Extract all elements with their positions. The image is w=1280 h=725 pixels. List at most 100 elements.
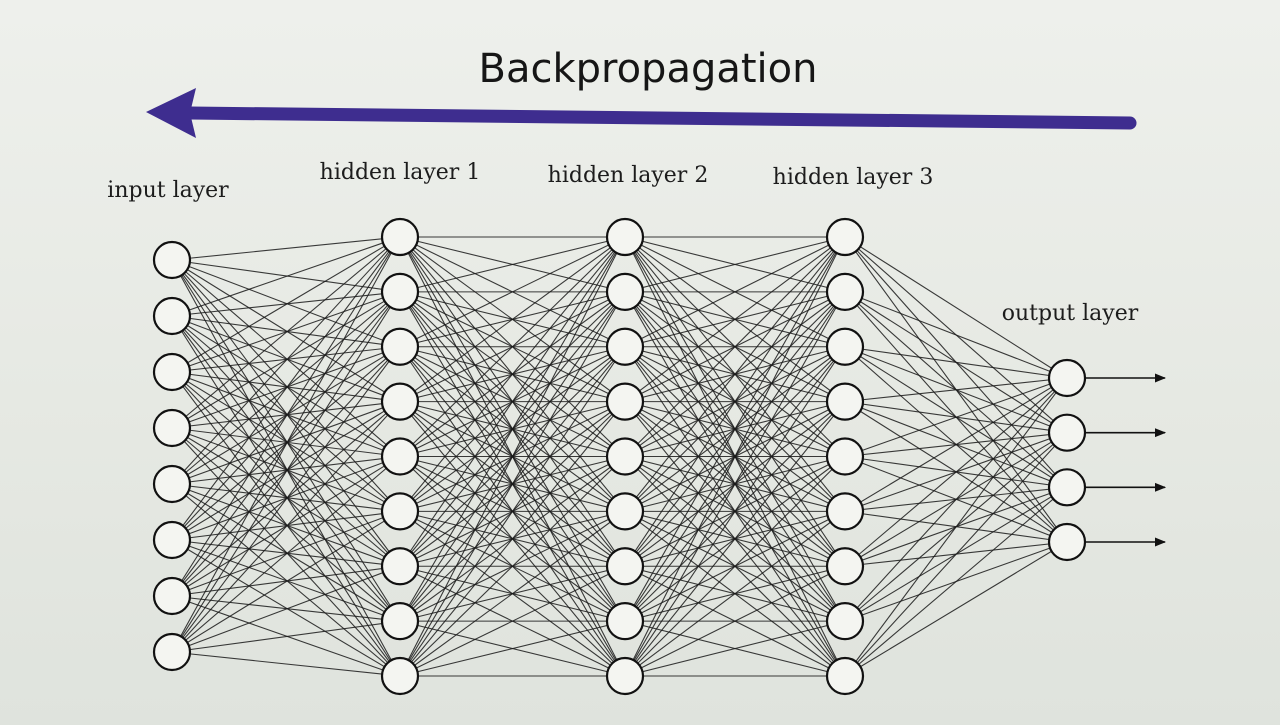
edge-input-3-to-hidden1-6 <box>171 371 401 512</box>
edge-hidden2-9-to-hidden3-4 <box>624 401 846 677</box>
edge-hidden1-9-to-hidden2-5 <box>399 456 626 677</box>
edge-hidden1-9-to-hidden2-8 <box>399 620 626 677</box>
edge-input-8-to-hidden1-3 <box>171 346 401 653</box>
edge-hidden2-7-to-hidden3-1 <box>624 236 846 567</box>
node-hidden1-2 <box>380 272 420 311</box>
edge-hidden3-9-to-output-1 <box>844 377 1068 677</box>
edge-hidden1-6-to-hidden2-1 <box>399 236 626 512</box>
edge-hidden1-2-to-hidden2-1 <box>399 236 626 293</box>
edge-input-8-to-hidden1-2 <box>171 291 401 653</box>
node-hidden2-9 <box>605 656 645 696</box>
edge-input-2-to-hidden1-5 <box>171 315 401 457</box>
node-hidden3-6 <box>825 492 865 531</box>
edge-hidden2-9-to-hidden3-5 <box>624 456 846 677</box>
neurons <box>152 217 1087 696</box>
edge-hidden1-9-to-hidden2-4 <box>399 401 626 677</box>
edge-hidden3-9-to-output-4 <box>844 541 1068 677</box>
edge-input-1-to-hidden1-3 <box>171 259 401 348</box>
edge-input-5-to-hidden1-8 <box>171 483 401 622</box>
edge-hidden1-5-to-hidden2-1 <box>399 236 626 457</box>
edge-hidden1-9-to-hidden2-1 <box>399 236 626 677</box>
node-hidden1-6 <box>380 492 420 531</box>
edge-input-6-to-hidden1-9 <box>171 539 401 677</box>
edge-input-7-to-hidden1-9 <box>171 595 401 677</box>
edge-input-8-to-hidden1-6 <box>171 510 401 653</box>
node-output-2 <box>1047 413 1087 452</box>
node-hidden2-3 <box>605 327 645 366</box>
node-hidden3-3 <box>825 327 865 366</box>
edge-input-7-to-hidden1-1 <box>171 236 401 597</box>
node-output-3 <box>1047 468 1087 507</box>
edge-input-6-to-hidden1-8 <box>171 539 401 622</box>
node-input-4 <box>152 408 192 448</box>
label-output-layer: output layer <box>1002 301 1139 326</box>
node-hidden1-4 <box>380 382 420 421</box>
node-input-5 <box>152 464 192 504</box>
node-hidden3-8 <box>825 602 865 641</box>
edge-hidden3-6-to-output-1 <box>844 377 1068 512</box>
edge-hidden1-4-to-hidden2-1 <box>399 236 626 403</box>
label-hidden-layer-2: hidden layer 2 <box>548 163 709 188</box>
edge-input-2-to-hidden1-4 <box>171 315 401 403</box>
node-input-6 <box>152 520 192 560</box>
node-hidden2-2 <box>605 272 645 311</box>
label-hidden-layer-1: hidden layer 1 <box>320 160 481 185</box>
edge-input-5-to-hidden1-1 <box>171 236 401 485</box>
output-arrows <box>1085 373 1167 547</box>
label-hidden-layer-3: hidden layer 3 <box>773 165 934 190</box>
node-output-1 <box>1047 358 1087 398</box>
edge-hidden1-9-to-hidden2-3 <box>399 346 626 677</box>
edge-hidden3-1-to-output-1 <box>844 236 1068 379</box>
node-hidden3-2 <box>825 272 865 311</box>
connection-lines <box>171 236 1068 677</box>
label-input-layer: input layer <box>107 178 229 203</box>
edge-hidden3-7-to-output-1 <box>844 377 1068 567</box>
edge-hidden2-9-to-hidden3-3 <box>624 346 846 677</box>
node-input-1 <box>152 240 192 280</box>
edge-hidden2-9-to-hidden3-7 <box>624 565 846 677</box>
edge-hidden2-9-to-hidden3-1 <box>624 236 846 677</box>
edge-hidden2-8-to-hidden3-1 <box>624 236 846 622</box>
edge-input-8-to-hidden1-9 <box>171 651 401 677</box>
node-hidden1-7 <box>380 547 420 586</box>
edge-hidden3-8-to-output-1 <box>844 377 1068 622</box>
node-hidden1-1 <box>380 217 420 257</box>
edge-hidden2-3-to-hidden3-1 <box>624 236 846 348</box>
node-hidden2-6 <box>605 492 645 531</box>
node-hidden3-4 <box>825 382 865 421</box>
edge-hidden2-5-to-hidden3-1 <box>624 236 846 457</box>
edge-input-4-to-hidden1-7 <box>171 427 401 567</box>
edge-hidden2-4-to-hidden3-1 <box>624 236 846 403</box>
node-hidden2-4 <box>605 382 645 421</box>
node-hidden3-1 <box>825 217 865 257</box>
edge-input-4-to-hidden1-1 <box>171 236 401 429</box>
node-hidden1-8 <box>380 602 420 641</box>
edge-hidden3-5-to-output-1 <box>844 377 1068 458</box>
edge-hidden3-4-to-output-1 <box>844 377 1068 403</box>
edge-input-2-to-hidden1-1 <box>171 236 401 317</box>
node-hidden1-9 <box>380 656 420 696</box>
edge-hidden3-3-to-output-1 <box>844 346 1068 379</box>
node-input-2 <box>152 296 192 336</box>
backpropagation-arrow-shaft <box>183 106 1137 130</box>
edge-input-8-to-hidden1-1 <box>171 236 401 653</box>
backpropagation-arrowhead <box>146 88 196 138</box>
edge-hidden1-9-to-hidden2-2 <box>399 291 626 677</box>
edge-hidden3-9-to-output-3 <box>844 486 1068 677</box>
edge-hidden1-7-to-hidden2-1 <box>399 236 626 567</box>
node-hidden2-7 <box>605 547 645 586</box>
edge-hidden2-6-to-hidden3-1 <box>624 236 846 512</box>
edge-input-8-to-hidden1-4 <box>171 401 401 653</box>
node-hidden3-5 <box>825 437 865 476</box>
edge-hidden2-2-to-hidden3-1 <box>624 236 846 293</box>
backpropagation-arrow <box>146 88 1137 138</box>
edge-hidden1-9-to-hidden2-7 <box>399 565 626 677</box>
edge-input-8-to-hidden1-7 <box>171 565 401 653</box>
edge-input-5-to-hidden1-7 <box>171 483 401 567</box>
edge-input-1-to-hidden1-4 <box>171 259 401 403</box>
node-hidden3-9 <box>825 656 865 696</box>
edge-hidden1-9-to-hidden2-6 <box>399 510 626 677</box>
node-input-7 <box>152 576 192 616</box>
edge-hidden2-9-to-hidden3-2 <box>624 291 846 677</box>
